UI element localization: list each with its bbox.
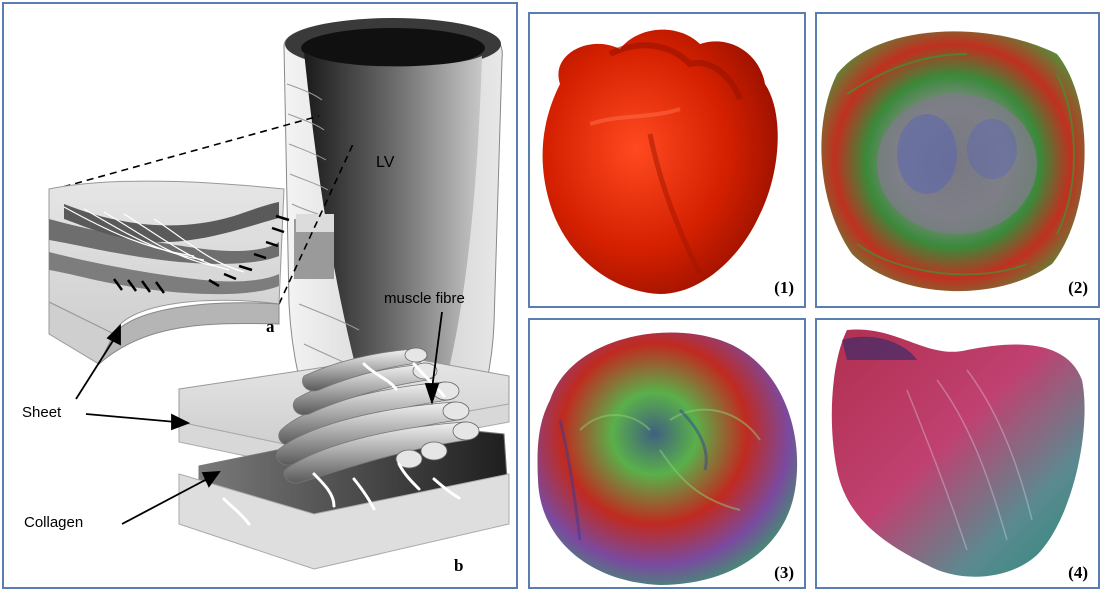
annotation-arrows bbox=[75, 311, 443, 525]
muscle-fibre-annotation: muscle fibre bbox=[384, 290, 465, 307]
fiber-tract-panel-4: (4) bbox=[815, 318, 1100, 589]
fiber-tract-panel-2: (2) bbox=[815, 12, 1100, 308]
collagen-annotation: Collagen bbox=[24, 514, 84, 531]
tissue-block-b bbox=[178, 347, 510, 570]
zoom-connector-lines bbox=[51, 115, 355, 305]
panel-2-label: (2) bbox=[1068, 278, 1088, 297]
panel-4-label: (4) bbox=[1068, 563, 1088, 582]
myocardium-schematic-panel: LV a b muscle fibre Sheet Collagen bbox=[2, 2, 518, 589]
heart-volume-image bbox=[542, 29, 778, 294]
fiber-tract-image-3 bbox=[537, 332, 798, 585]
fiber-tract-image-4 bbox=[831, 329, 1085, 577]
lv-label: LV bbox=[376, 154, 395, 171]
myocardium-schematic-drawing bbox=[48, 18, 510, 570]
fiber-tract-panel-3: (3) bbox=[528, 318, 806, 589]
sheet-annotation: Sheet bbox=[22, 404, 62, 421]
panel-1-label: (1) bbox=[774, 278, 794, 297]
subfigure-b-label: b bbox=[454, 556, 464, 575]
subfigure-a-label: a bbox=[266, 317, 275, 336]
fiber-tract-image-2 bbox=[821, 31, 1085, 292]
panel-3-label: (3) bbox=[774, 563, 794, 582]
heart-render-panel-1: (1) bbox=[528, 12, 806, 308]
tissue-block-a bbox=[48, 180, 290, 365]
